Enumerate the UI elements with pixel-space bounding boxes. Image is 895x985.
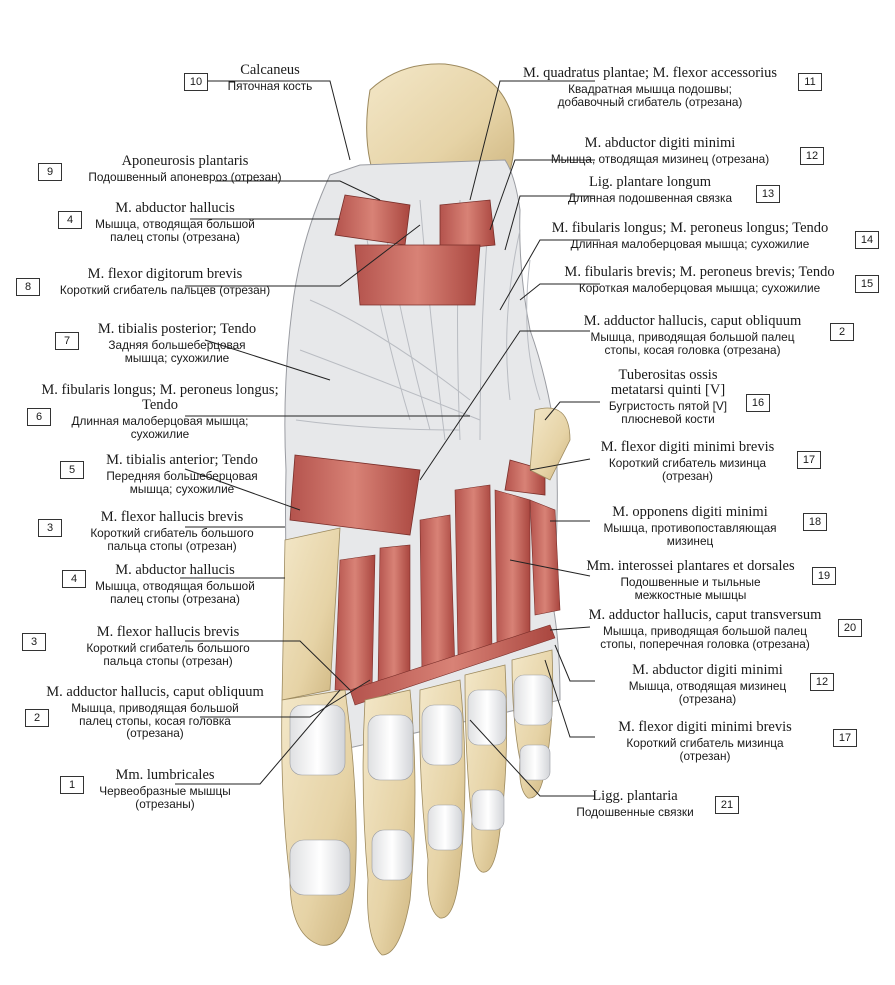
callout-number: 1: [60, 776, 84, 794]
callout-number: 8: [16, 278, 40, 296]
callout-number: 12: [800, 147, 824, 165]
callout-number: 17: [833, 729, 857, 747]
calcaneus-bone: [366, 63, 515, 191]
foot-drawing: [281, 63, 571, 956]
callout-number: 18: [803, 513, 827, 531]
callout-number: 14: [855, 231, 879, 249]
callout-number: 3: [22, 633, 46, 651]
callout-number: 19: [812, 567, 836, 585]
flexor-digitorum-brevis-muscle: [354, 244, 481, 306]
interossei-muscles: [334, 484, 561, 691]
callout-number: 16: [746, 394, 770, 412]
callout-number: 7: [55, 332, 79, 350]
callout-number: 13: [756, 185, 780, 203]
label-fibularis-longus-right: M. fibularis longus; M. peroneus longus;…: [551, 220, 829, 252]
first-metatarsal-bone: [281, 527, 341, 701]
callout-number: 15: [855, 275, 879, 293]
label-quadratus-plantae: M. quadratus plantae; M. flexor accessor…: [522, 65, 778, 109]
callout-number: 3: [38, 519, 62, 537]
callout-number: 2: [830, 323, 854, 341]
abductor-digiti-minimi-muscle: [439, 199, 496, 251]
fifth-metatarsal-tuberosity: [529, 407, 571, 481]
callout-number: 20: [838, 619, 862, 637]
label-fibularis-brevis: M. fibularis brevis; M. peroneus brevis;…: [564, 264, 835, 296]
callout-number: 9: [38, 163, 62, 181]
label-fibularis-longus-left: M. fibularis longus; M. peroneus longus;…: [41, 382, 279, 441]
callout-number: 21: [715, 796, 739, 814]
toes: [281, 649, 554, 956]
flexor-hallucis-brevis-muscle: [289, 454, 421, 536]
callout-number: 4: [58, 211, 82, 229]
callout-number: 10: [184, 73, 208, 91]
callout-number: 11: [798, 73, 822, 91]
callout-number: 12: [810, 673, 834, 691]
label-tuberositas-metatarsi-v: Tuberositas ossis metatarsi quinti [V]Бу…: [608, 367, 728, 426]
callout-number: 17: [797, 451, 821, 469]
adductor-transverse-head: [349, 624, 556, 706]
leader-lines: [175, 80, 600, 797]
callout-number: 5: [60, 461, 84, 479]
callout-number: 4: [62, 570, 86, 588]
callout-number: 2: [25, 709, 49, 727]
callout-number: 6: [27, 408, 51, 426]
